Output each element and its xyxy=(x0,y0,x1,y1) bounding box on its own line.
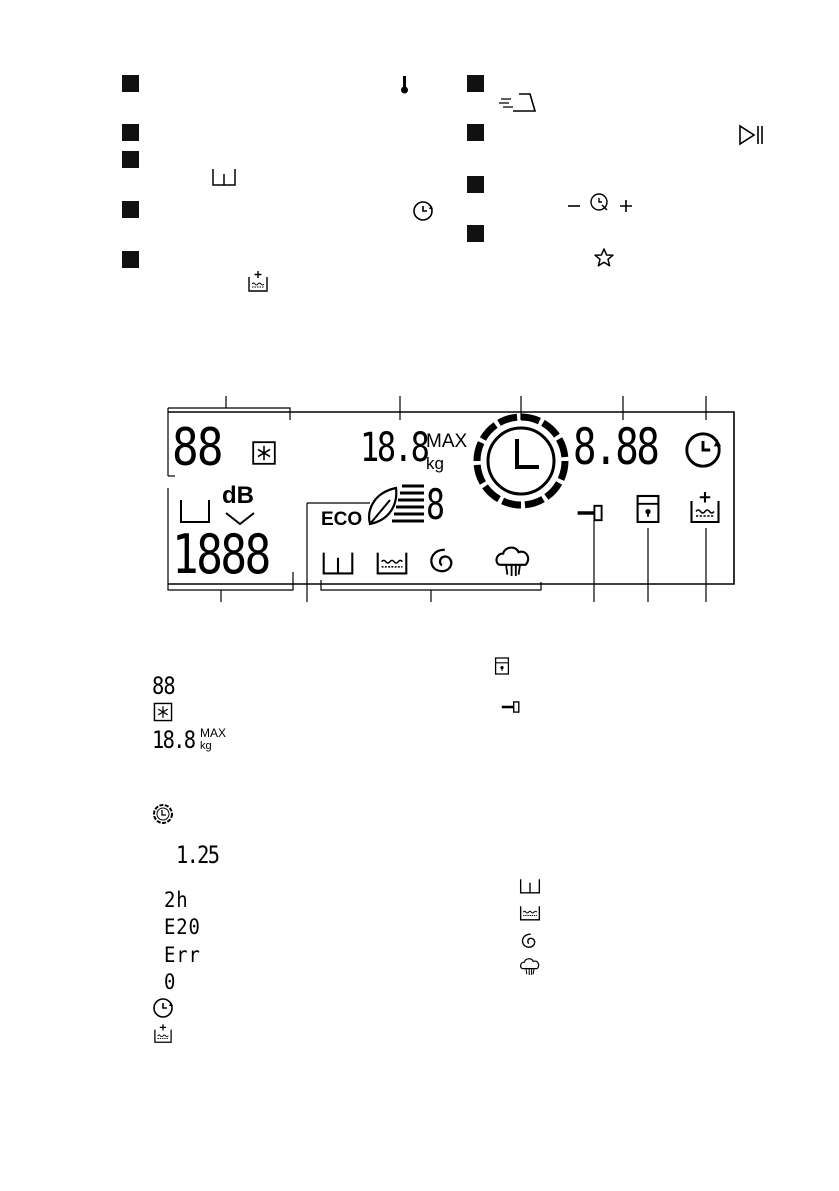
cold-wash-icon xyxy=(252,441,276,465)
eco-leaf-icon xyxy=(368,486,398,526)
clock-ring-icon xyxy=(473,413,569,509)
legend-load-max: MAX xyxy=(200,726,227,740)
legend-code: 0 xyxy=(164,970,177,994)
load-digits: 18.8 xyxy=(360,425,430,471)
time-digits: 8.88 xyxy=(573,418,660,476)
temperature-digits: 88 xyxy=(172,418,224,478)
top-right-markers xyxy=(467,75,484,242)
callout-lines-bottom xyxy=(167,488,707,602)
prewash-icon xyxy=(519,878,541,894)
steam-icon xyxy=(495,546,530,578)
delay-timer-icon xyxy=(153,998,174,1018)
number-marker xyxy=(122,124,139,141)
top-left-markers xyxy=(122,75,139,268)
delay-timer-icon xyxy=(413,201,434,221)
db-label: dB xyxy=(222,482,254,509)
extra-rinse-icon xyxy=(690,490,720,524)
delay-timer-icon xyxy=(685,432,723,468)
number-marker xyxy=(122,75,139,92)
load-max-label: MAX xyxy=(426,431,468,452)
number-marker xyxy=(122,151,139,168)
extra-rinse-icon xyxy=(154,1023,172,1043)
number-marker xyxy=(467,225,484,242)
eco-level-digit: 8 xyxy=(426,480,445,529)
number-marker xyxy=(122,251,139,268)
tub-icon xyxy=(212,169,236,186)
legend-code: 2h xyxy=(164,888,189,912)
load-bars-icon xyxy=(392,484,424,523)
eco-label: ECO xyxy=(321,509,363,530)
tub-icon xyxy=(180,500,210,523)
play-pause-icon xyxy=(739,124,763,146)
spin-icon xyxy=(521,933,536,948)
number-marker xyxy=(467,176,484,193)
prewash-icon xyxy=(322,551,354,575)
spin-digits: 1888 xyxy=(172,523,271,586)
plus-icon xyxy=(620,200,632,212)
number-marker xyxy=(467,124,484,141)
legend-load-digits: 18.8 xyxy=(152,726,196,754)
number-marker xyxy=(122,201,139,218)
legend-load-unit: kg xyxy=(200,740,212,752)
rinse-icon xyxy=(519,905,541,921)
cold-wash-icon xyxy=(153,702,173,722)
legend-code: Err xyxy=(164,943,201,967)
key-lock-icon xyxy=(500,700,521,714)
display-panel-frame xyxy=(168,411,735,585)
door-lock-icon xyxy=(494,657,510,675)
rinse-icon xyxy=(376,551,408,575)
legend-code: E20 xyxy=(164,915,201,939)
star-icon xyxy=(594,248,614,267)
legend-time-value: 1.25 xyxy=(176,841,220,869)
delay-icon xyxy=(590,193,608,211)
callout-lines-top xyxy=(167,396,707,477)
load-unit-label: kg xyxy=(426,454,444,473)
clock-ring-icon xyxy=(153,804,173,824)
prewash-icon xyxy=(248,270,268,292)
steam-icon xyxy=(519,958,540,976)
db-icon xyxy=(225,512,255,526)
iron-icon xyxy=(499,93,537,112)
key-lock-icon xyxy=(575,503,604,523)
spin-icon xyxy=(430,548,453,573)
number-marker xyxy=(467,75,484,92)
door-lock-icon xyxy=(636,494,660,524)
legend-temperature-digits: 88 xyxy=(152,672,176,700)
thermometer-icon xyxy=(401,76,408,94)
